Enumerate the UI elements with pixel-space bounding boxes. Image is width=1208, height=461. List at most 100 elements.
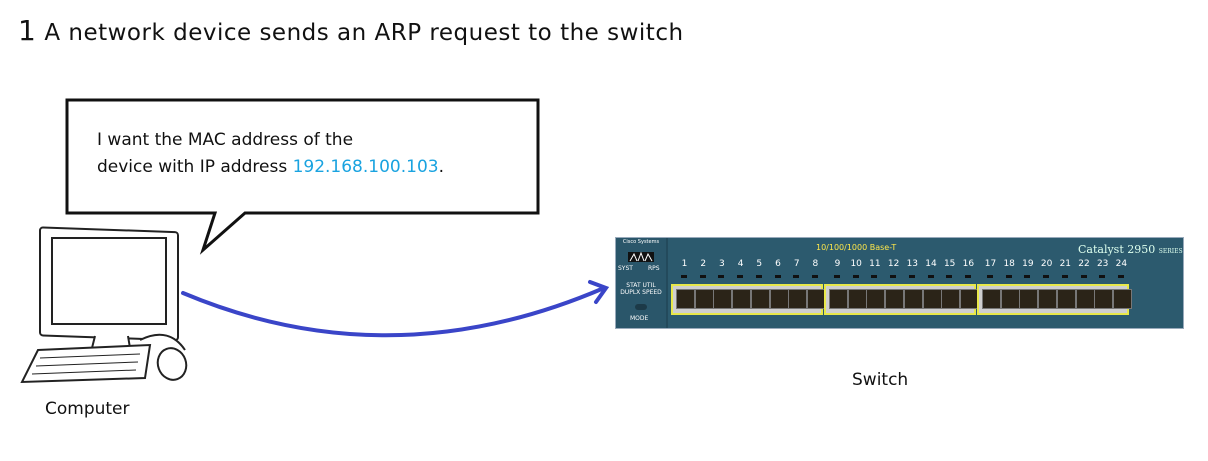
port-number: 19 (1022, 259, 1034, 269)
port-number: 9 (834, 259, 841, 269)
computer-label: Computer (45, 399, 130, 419)
port-number: 11 (869, 259, 881, 269)
mode-label: MODE (630, 315, 649, 322)
ethernet-port[interactable] (1000, 289, 1020, 309)
ethernet-port[interactable] (847, 289, 867, 309)
syst-label: SYST (618, 265, 633, 272)
port-number: 16 (962, 259, 975, 269)
ethernet-port[interactable] (1056, 289, 1076, 309)
model-label: Catalyst 2950 SERIES (1078, 243, 1183, 258)
port-number: 24 (1115, 259, 1128, 269)
port-number: 15 (943, 259, 956, 269)
bubble-text: I want the MAC address of the device wit… (97, 127, 444, 181)
port-number: 10 (850, 259, 862, 269)
port-number: 2 (700, 259, 707, 269)
computer-icon (20, 226, 188, 384)
port-number: 23 (1096, 259, 1109, 269)
cisco-logo: Cisco Systems (622, 239, 660, 245)
port-led (774, 275, 781, 278)
port-led (890, 275, 897, 278)
bubble-line-2: device with IP address 192.168.100.103. (97, 154, 444, 181)
speech-bubble (65, 98, 540, 255)
ethernet-port[interactable] (694, 289, 714, 309)
port-led (1099, 275, 1106, 278)
ethernet-port[interactable] (1019, 289, 1039, 309)
port-group (977, 284, 1132, 315)
port-number: 1 (681, 259, 688, 269)
ethernet-port[interactable] (866, 289, 886, 309)
port-led (927, 275, 934, 278)
port-led (946, 275, 953, 278)
ethernet-port[interactable] (829, 289, 848, 309)
switch-device: Cisco Systems SYST RPS STAT UTIL DUPLX S… (615, 237, 1184, 329)
switch-status-panel: Cisco Systems SYST RPS STAT UTIL DUPLX S… (616, 238, 668, 328)
cisco-bridge-icon (628, 252, 654, 262)
ethernet-port[interactable] (732, 289, 752, 309)
bubble-prefix: device with IP address (97, 157, 293, 177)
ethernet-port[interactable] (1094, 289, 1114, 309)
port-led (699, 275, 706, 278)
port-led (987, 275, 993, 278)
port-led (834, 275, 840, 278)
port-number: 12 (887, 259, 900, 269)
port-led (1080, 275, 1087, 278)
model-name: Catalyst 2950 (1078, 243, 1156, 256)
port-led (737, 275, 744, 278)
port-led (793, 275, 800, 278)
rps-label: RPS (648, 265, 660, 272)
port-number: 6 (775, 259, 781, 269)
step-number: 1 (18, 14, 37, 47)
ethernet-port[interactable] (1112, 289, 1132, 309)
port-number: 14 (925, 259, 937, 269)
ip-address: 192.168.100.103 (292, 157, 439, 177)
ethernet-port[interactable] (676, 289, 695, 309)
port-number: 17 (984, 259, 997, 269)
port-led (1061, 275, 1068, 278)
ethernet-port[interactable] (982, 289, 1001, 309)
port-led (1005, 275, 1012, 278)
port-led (718, 275, 725, 278)
ethernet-port[interactable] (903, 289, 923, 309)
port-led (811, 275, 818, 278)
ethernet-port[interactable] (885, 289, 905, 309)
port-led (852, 275, 859, 278)
port-number: 13 (906, 259, 919, 269)
port-led (755, 275, 762, 278)
bubble-suffix: . (438, 157, 444, 177)
ethernet-port[interactable] (1075, 289, 1095, 309)
port-led (964, 275, 971, 278)
port-led (1117, 275, 1124, 278)
port-led (1043, 275, 1050, 278)
port-led (908, 275, 915, 278)
series-label: SERIES (1158, 248, 1183, 255)
port-led (681, 275, 687, 278)
port-number: 20 (1040, 259, 1053, 269)
ethernet-port[interactable] (788, 289, 808, 309)
switch-label: Switch (852, 370, 909, 390)
bubble-line-1: I want the MAC address of the (97, 130, 354, 150)
port-type-label: 10/100/1000 Base-T (816, 243, 897, 252)
port-led (1024, 275, 1031, 278)
ethernet-port[interactable] (1038, 289, 1058, 309)
port-number: 4 (737, 259, 744, 269)
port-number: 18 (1003, 259, 1015, 269)
ethernet-port[interactable] (750, 289, 770, 309)
step-title: 1 A network device sends an ARP request t… (18, 14, 684, 47)
port-number: 5 (756, 259, 763, 269)
port-number: 21 (1059, 259, 1072, 269)
port-number: 7 (793, 259, 800, 269)
ethernet-port[interactable] (713, 289, 733, 309)
mode-labels: STAT UTIL DUPLX SPEED (620, 282, 662, 296)
port-number: 3 (719, 259, 725, 269)
port-group (671, 284, 826, 315)
ethernet-port[interactable] (922, 289, 942, 309)
port-number: 22 (1078, 259, 1090, 269)
ethernet-port[interactable] (769, 289, 789, 309)
port-led (871, 275, 878, 278)
step-text: A network device sends an ARP request to… (44, 20, 684, 46)
mode-button[interactable] (635, 304, 647, 310)
port-number: 8 (812, 259, 819, 269)
ethernet-port[interactable] (941, 289, 961, 309)
request-arrow (181, 280, 610, 338)
